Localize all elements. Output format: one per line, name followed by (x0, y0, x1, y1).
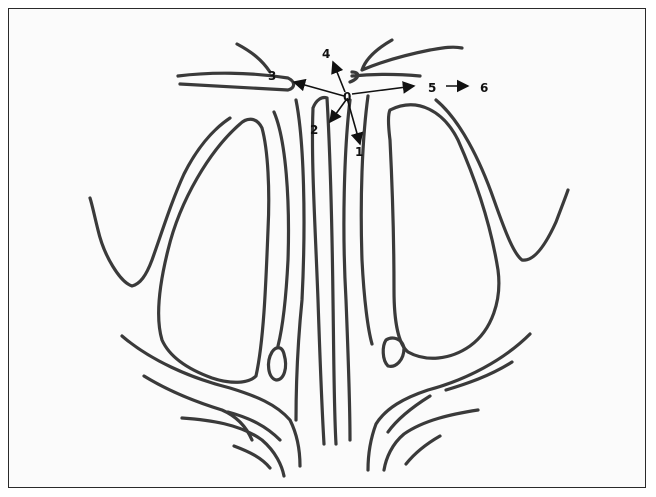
label-1: 1 (355, 145, 363, 159)
label-2: 2 (310, 123, 318, 137)
left-small-cell (269, 348, 286, 380)
arrow-to-4 (333, 62, 345, 92)
label-4: 4 (322, 47, 330, 61)
right-maxillary-sinus (389, 105, 499, 358)
left-outer-wall (90, 118, 230, 286)
left-lower-curve-5 (234, 446, 270, 468)
upper-left-structure (237, 44, 270, 72)
left-inner-wall (274, 112, 288, 346)
left-lower-curve-2 (144, 376, 252, 440)
left-inner-wall-2 (296, 100, 304, 420)
right-lower-curve-5 (406, 436, 440, 464)
left-lower-curve-1 (122, 336, 300, 466)
upper-right-plate (350, 72, 420, 82)
label-6: 6 (480, 81, 488, 95)
upper-right-structure (362, 40, 462, 70)
arrow-to-5 (352, 86, 414, 94)
label-3: 3 (268, 69, 276, 83)
arrow-to-3 (294, 82, 344, 96)
label-0: 0 (343, 90, 351, 104)
right-inner-wall-2 (344, 100, 350, 440)
right-lower-curve-4 (388, 396, 430, 432)
nasal-septum (312, 97, 336, 444)
left-maxillary-sinus (159, 119, 269, 382)
right-inner-wall (361, 96, 372, 344)
right-outer-wall (436, 100, 568, 260)
right-lower-curve-2 (446, 362, 512, 390)
label-5: 5 (428, 81, 436, 95)
right-small-cell (383, 338, 404, 366)
